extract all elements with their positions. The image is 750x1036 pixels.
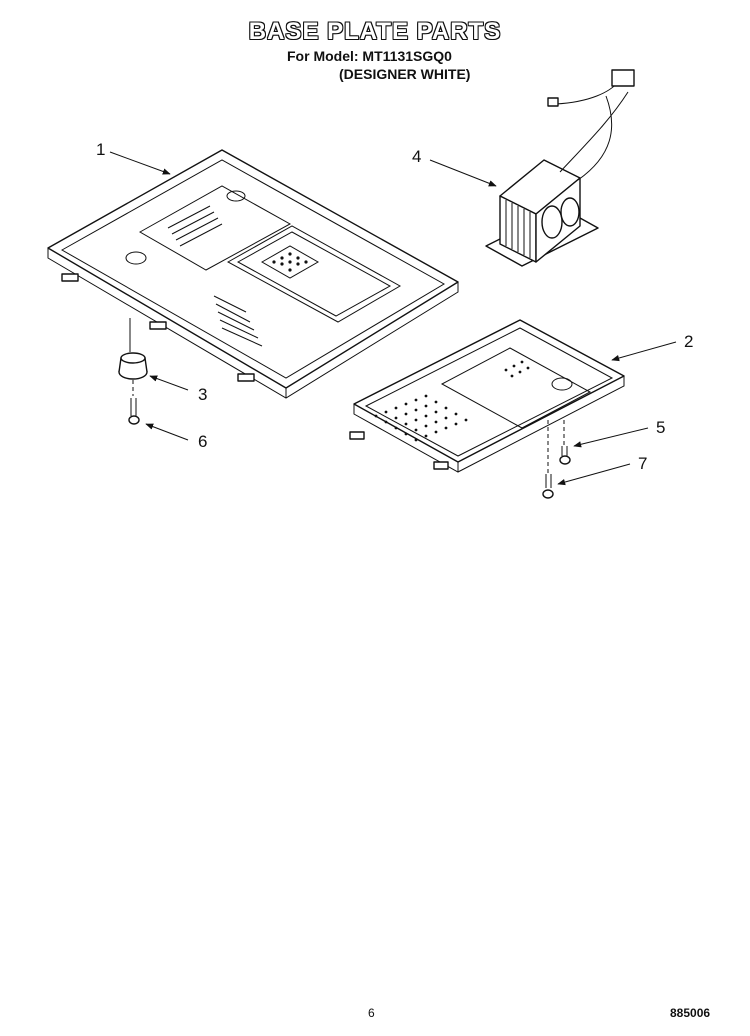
plate-screw-7 [542, 420, 554, 499]
callout-7: 7 [638, 454, 648, 473]
callout-6: 6 [198, 432, 208, 451]
plate-screw-5 [559, 420, 571, 465]
base-plate [47, 149, 459, 399]
callout-1: 1 [96, 140, 106, 159]
cover-plate [349, 319, 625, 473]
callout-4: 4 [412, 147, 422, 166]
transformer [485, 69, 635, 267]
foot-screw [128, 380, 140, 425]
diagram-code: 885006 [670, 1006, 711, 1020]
variant-line: (DESIGNER WHITE) [339, 66, 471, 82]
model-line: For Model: MT1131SGQ0 [287, 48, 452, 64]
callout-3: 3 [198, 385, 208, 404]
leader-lines [109, 151, 677, 486]
page-title: BASE PLATE PARTS [248, 18, 502, 45]
foot [118, 318, 148, 380]
callout-2: 2 [684, 332, 694, 351]
page-number: 6 [368, 1006, 375, 1020]
callout-5: 5 [656, 418, 666, 437]
